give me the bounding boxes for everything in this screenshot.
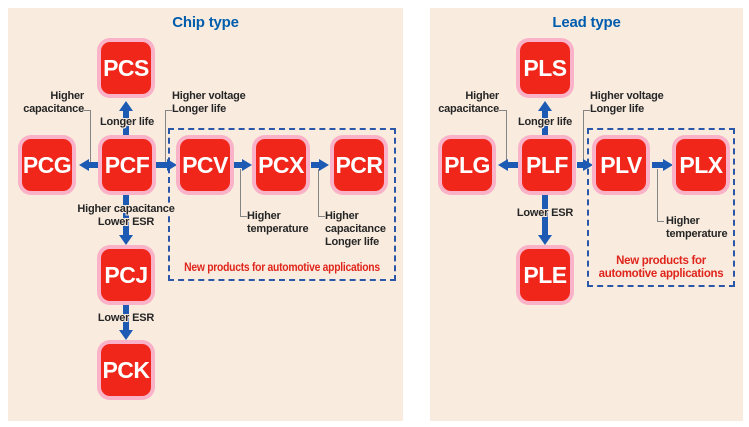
node-pcf-label: PCF [102,139,152,191]
arrow-pcf-to-pcj-shaft [123,195,129,236]
label-lead-higher-voltage-longer-life: Higher voltage Longer life [590,90,664,115]
node-pcr: PCR [330,135,388,195]
arrow-plf-to-pls-head [538,101,552,111]
node-plg-label: PLG [442,139,492,191]
callout-lead-higher-voltage-tick [583,110,590,111]
callout-chip-higher-voltage-tick [165,110,172,111]
callout-lead-higher-voltage-line [583,110,584,163]
arrow-pcf-to-pcv-head [167,159,177,171]
chip-type-panel [8,8,403,421]
label-lead-lower-esr: Lower ESR [516,207,574,219]
callout-chip-higher-capacitance-longer-life-line [318,169,319,217]
label-chip-higher-capacitance-lower-esr: Higher capacitance Lower ESR [77,203,175,228]
label-chip-longer-life: Longer life [99,116,155,128]
label-chip-higher-capacitance-longer-life: Higher capacitance Longer life [325,210,386,248]
node-pcs-label: PCS [101,42,151,94]
node-pck: PCK [97,340,155,400]
callout-lead-higher-capacitance-tick [499,110,507,111]
node-plf-label: PLF [522,139,572,191]
node-plv-label: PLV [596,139,646,191]
node-pcj: PCJ [97,245,155,305]
arrow-plf-to-plv-head [583,159,593,171]
node-plx-label: PLX [676,139,726,191]
arrow-pcx-to-pcr-head [319,159,329,171]
lead-automotive-dashed-box [587,128,735,287]
callout-chip-higher-temperature-line [240,169,241,217]
arrow-plf-to-plg-head [498,159,508,171]
callout-lead-higher-temperature-line [657,169,658,222]
callout-chip-higher-capacitance-line [90,110,91,163]
node-pcg-label: PCG [22,139,72,191]
arrow-pcj-to-pck-shaft [123,305,129,331]
node-pcs: PCS [97,38,155,98]
node-pck-label: PCK [101,344,151,396]
arrow-plf-to-plg-shaft [507,162,518,168]
node-pcv: PCV [176,135,234,195]
arrow-pcv-to-pcx-head [242,159,252,171]
arrow-pcx-to-pcr-shaft [311,162,320,168]
node-pcj-label: PCJ [101,249,151,301]
callout-lead-higher-capacitance-line [506,110,507,163]
node-ple: PLE [516,245,574,305]
callout-lead-higher-temperature-tick [657,221,664,222]
arrow-plv-to-plx-head [663,159,673,171]
arrow-plf-to-pls-shaft [542,110,548,136]
node-pcg: PCG [18,135,76,195]
chip-automotive-dashed-box [168,128,396,281]
callout-chip-higher-capacitance-tick [84,110,91,111]
node-pcf: PCF [98,135,156,195]
node-pcr-label: PCR [334,139,384,191]
label-chip-higher-voltage-longer-life: Higher voltage Longer life [172,90,246,115]
label-lead-new-products: New products for automotive applications [598,255,724,280]
arrow-pcv-to-pcx-shaft [234,162,243,168]
node-pcx-label: PCX [256,139,306,191]
node-pls: PLS [516,38,574,98]
arrow-pcf-to-pcv-shaft [156,162,168,168]
arrow-pcj-to-pck-head [119,330,133,340]
arrow-plf-to-plv-shaft [577,162,583,168]
node-plg: PLG [438,135,496,195]
arrow-pcf-to-pcj-head [119,235,133,245]
arrow-plf-to-ple-shaft [542,195,548,236]
arrow-pcf-to-pcg-shaft [88,162,99,168]
node-plv: PLV [592,135,650,195]
node-pls-label: PLS [520,42,570,94]
lead-type-panel [430,8,743,421]
callout-chip-higher-capacitance-longer-life-tick [318,216,325,217]
arrow-plf-to-ple-head [538,235,552,245]
node-ple-label: PLE [520,249,570,301]
node-pcv-label: PCV [180,139,230,191]
label-lead-higher-temperature: Higher temperature [666,215,728,240]
callout-chip-higher-temperature-tick [240,216,247,217]
label-chip-higher-temperature: Higher temperature [247,210,309,235]
node-plf: PLF [518,135,576,195]
arrow-plv-to-plx-shaft [652,162,664,168]
arrow-pcf-to-pcs-shaft [123,110,129,136]
node-plx: PLX [672,135,730,195]
arrow-pcf-to-pcs-head [119,101,133,111]
label-chip-lower-esr: Lower ESR [97,312,155,324]
label-lead-higher-capacitance: Higher capacitance [438,90,499,115]
label-lead-longer-life: Longer life [517,116,573,128]
callout-chip-higher-voltage-line [165,110,166,163]
label-chip-higher-capacitance: Higher capacitance [23,90,84,115]
node-pcx: PCX [252,135,310,195]
label-chip-new-products: New products for automotive applications [184,262,380,274]
arrow-pcf-to-pcg-head [79,159,89,171]
lead-type-title: Lead type [552,14,621,31]
chip-type-title: Chip type [172,14,239,31]
